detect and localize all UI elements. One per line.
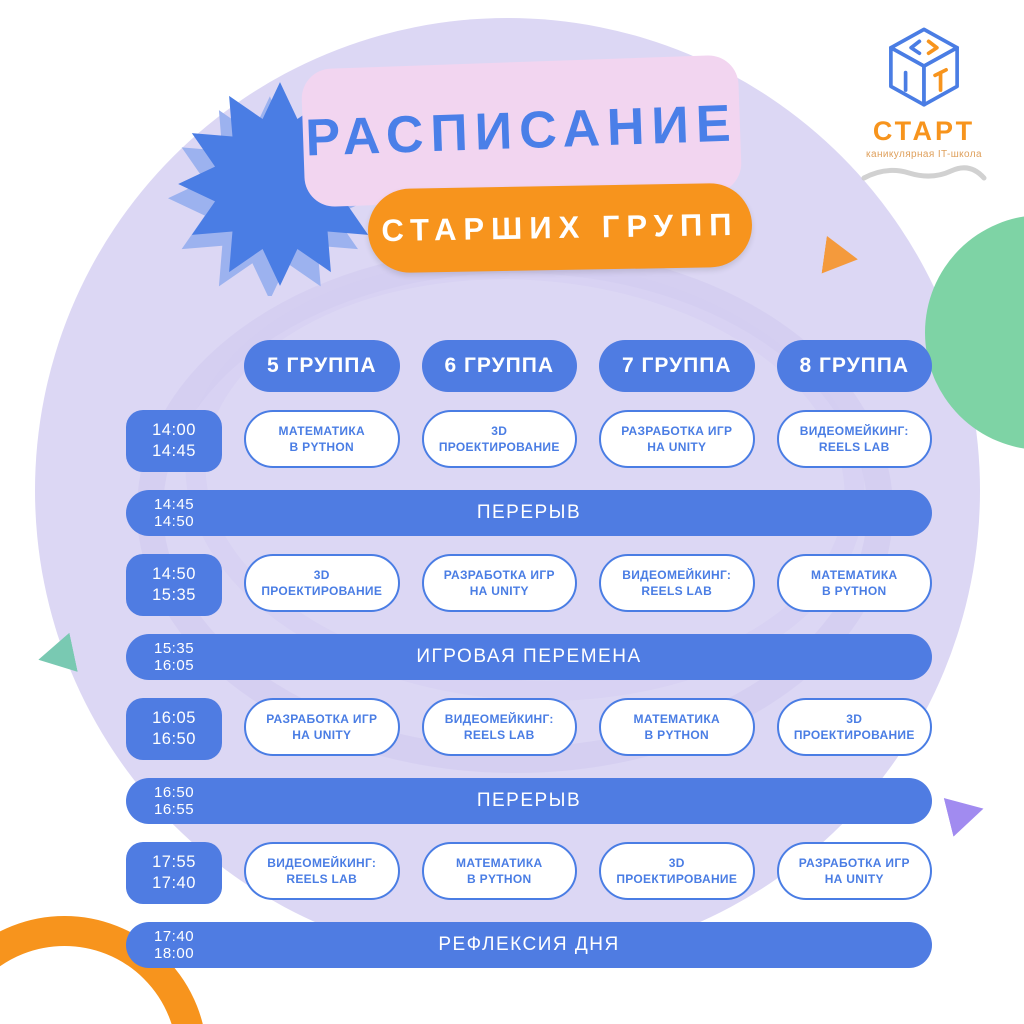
page-subtitle: СТАРШИХ ГРУПП bbox=[381, 206, 739, 249]
time-end: 15:35 bbox=[152, 586, 196, 604]
lesson-line2: В PYTHON bbox=[822, 584, 887, 598]
page-title: РАСПИСАНИЕ bbox=[304, 94, 739, 168]
lesson-cell: ВИДЕОМЕЙКИНГ: REELS LAB bbox=[776, 410, 932, 468]
group-header-8: 8 ГРУППА bbox=[776, 340, 932, 392]
time-slot: 14:45 14:50 bbox=[154, 496, 194, 531]
time-slot: 14:00 14:45 bbox=[126, 410, 222, 472]
lesson-line1: 3D bbox=[313, 568, 330, 582]
lesson-line1: РАЗРАБОТКА ИГР bbox=[443, 568, 555, 582]
lesson-cell: 3D ПРОЕКТИРОВАНИЕ bbox=[599, 842, 755, 900]
time-slot: 16:05 16:50 bbox=[126, 698, 222, 760]
lesson-line2: ПРОЕКТИРОВАНИЕ bbox=[616, 872, 738, 886]
break-label: РЕФЛЕКСИЯ ДНЯ bbox=[438, 934, 620, 955]
logo-cube-icon bbox=[889, 27, 959, 107]
group-header-6: 6 ГРУППА bbox=[421, 340, 577, 392]
lesson-line2: В PYTHON bbox=[289, 440, 354, 454]
subtitle-card: СТАРШИХ ГРУПП bbox=[367, 182, 753, 274]
lesson-cell: 3D ПРОЕКТИРОВАНИЕ bbox=[776, 698, 932, 756]
game-break-banner: 15:35 16:05 ИГРОВАЯ ПЕРЕМЕНА bbox=[126, 634, 932, 680]
lesson-line1: РАЗРАБОТКА ИГР bbox=[266, 712, 378, 726]
lesson-cell: РАЗРАБОТКА ИГР НА UNITY bbox=[421, 554, 577, 612]
lesson-line2: НА UNITY bbox=[292, 728, 352, 742]
time-start: 14:00 bbox=[152, 421, 196, 439]
lesson-cell: 3D ПРОЕКТИРОВАНИЕ bbox=[421, 410, 577, 468]
corner-spacer bbox=[126, 340, 222, 392]
lesson-line1: 3D bbox=[491, 424, 508, 438]
lesson-line1: МАТЕМАТИКА bbox=[811, 568, 898, 582]
break-banner: 14:45 14:50 ПЕРЕРЫВ bbox=[126, 490, 932, 536]
logo: СТАРТ каникулярная IT-школа bbox=[840, 22, 1008, 186]
lesson-cell: РАЗРАБОТКА ИГР НА UNITY bbox=[599, 410, 755, 468]
time-slot: 14:50 15:35 bbox=[126, 554, 222, 616]
lesson-line2: В PYTHON bbox=[644, 728, 709, 742]
time-start: 14:50 bbox=[152, 565, 196, 583]
lesson-line2: REELS LAB bbox=[641, 584, 713, 598]
lesson-line2: REELS LAB bbox=[818, 440, 890, 454]
break-label: ПЕРЕРЫВ bbox=[476, 502, 582, 523]
time-start: 14:45 bbox=[154, 495, 195, 513]
schedule-table: 5 ГРУППА 6 ГРУППА 7 ГРУППА 8 ГРУППА 14:0… bbox=[126, 340, 932, 968]
time-start: 16:50 bbox=[154, 783, 195, 801]
lesson-line1: ВИДЕОМЕЙКИНГ: bbox=[799, 424, 909, 438]
lesson-line2: НА UNITY bbox=[469, 584, 529, 598]
time-end: 17:40 bbox=[152, 874, 196, 892]
time-slot: 15:35 16:05 bbox=[154, 640, 194, 675]
lesson-line1: ВИДЕОМЕЙКИНГ: bbox=[622, 568, 732, 582]
time-slot: 17:55 17:40 bbox=[126, 842, 222, 904]
lesson-line1: ВИДЕОМЕЙКИНГ: bbox=[267, 856, 377, 870]
lesson-line1: 3D bbox=[846, 712, 863, 726]
reflection-banner: 17:40 18:00 РЕФЛЕКСИЯ ДНЯ bbox=[126, 922, 932, 968]
lesson-line1: РАЗРАБОТКА ИГР bbox=[798, 856, 910, 870]
lesson-line2: REELS LAB bbox=[286, 872, 358, 886]
time-end: 16:50 bbox=[152, 730, 196, 748]
time-end: 16:05 bbox=[154, 657, 195, 674]
lesson-line2: НА UNITY bbox=[824, 872, 884, 886]
lesson-line2: НА UNITY bbox=[647, 440, 707, 454]
lesson-cell: РАЗРАБОТКА ИГР НА UNITY bbox=[244, 698, 400, 756]
lesson-line1: ВИДЕОМЕЙКИНГ: bbox=[444, 712, 554, 726]
lesson-line2: ПРОЕКТИРОВАНИЕ bbox=[438, 440, 560, 454]
lesson-line2: REELS LAB bbox=[463, 728, 535, 742]
lesson-cell: РАЗРАБОТКА ИГР НА UNITY bbox=[776, 842, 932, 900]
break-label: ИГРОВАЯ ПЕРЕМЕНА bbox=[416, 646, 642, 667]
break-banner: 16:50 16:55 ПЕРЕРЫВ bbox=[126, 778, 932, 824]
lesson-cell: МАТЕМАТИКА В PYTHON bbox=[244, 410, 400, 468]
lesson-cell: МАТЕМАТИКА В PYTHON bbox=[599, 698, 755, 756]
time-slot: 17:40 18:00 bbox=[154, 928, 194, 963]
logo-tagline: каникулярная IT-школа bbox=[866, 149, 982, 160]
group-header-5: 5 ГРУППА bbox=[244, 340, 400, 392]
time-start: 16:05 bbox=[152, 709, 196, 727]
lesson-cell: МАТЕМАТИКА В PYTHON bbox=[421, 842, 577, 900]
time-end: 16:55 bbox=[154, 801, 195, 818]
lesson-line2: ПРОЕКТИРОВАНИЕ bbox=[261, 584, 383, 598]
time-start: 17:40 bbox=[154, 927, 195, 945]
lesson-line2: В PYTHON bbox=[467, 872, 532, 886]
lesson-cell: ВИДЕОМЕЙКИНГ: REELS LAB bbox=[244, 842, 400, 900]
lesson-line2: ПРОЕКТИРОВАНИЕ bbox=[793, 728, 915, 742]
lesson-cell: ВИДЕОМЕЙКИНГ: REELS LAB bbox=[599, 554, 755, 612]
logo-brand: СТАРТ bbox=[872, 116, 976, 146]
lesson-line1: РАЗРАБОТКА ИГР bbox=[621, 424, 733, 438]
lesson-cell: ВИДЕОМЕЙКИНГ: REELS LAB bbox=[421, 698, 577, 756]
lesson-cell: МАТЕМАТИКА В PYTHON bbox=[776, 554, 932, 612]
time-slot: 16:50 16:55 bbox=[154, 784, 194, 819]
break-label: ПЕРЕРЫВ bbox=[476, 790, 582, 811]
time-end: 18:00 bbox=[154, 945, 195, 962]
logo-scribble bbox=[861, 165, 987, 181]
group-header-7: 7 ГРУППА bbox=[599, 340, 755, 392]
time-start: 15:35 bbox=[154, 639, 195, 657]
lesson-line1: 3D bbox=[668, 856, 685, 870]
starburst-shape bbox=[168, 82, 382, 296]
lesson-line1: МАТЕМАТИКА bbox=[278, 424, 365, 438]
time-end: 14:50 bbox=[154, 513, 195, 530]
lesson-cell: 3D ПРОЕКТИРОВАНИЕ bbox=[244, 554, 400, 612]
time-end: 14:45 bbox=[152, 442, 196, 460]
time-start: 17:55 bbox=[152, 853, 196, 871]
lesson-line1: МАТЕМАТИКА bbox=[456, 856, 543, 870]
lesson-line1: МАТЕМАТИКА bbox=[633, 712, 720, 726]
